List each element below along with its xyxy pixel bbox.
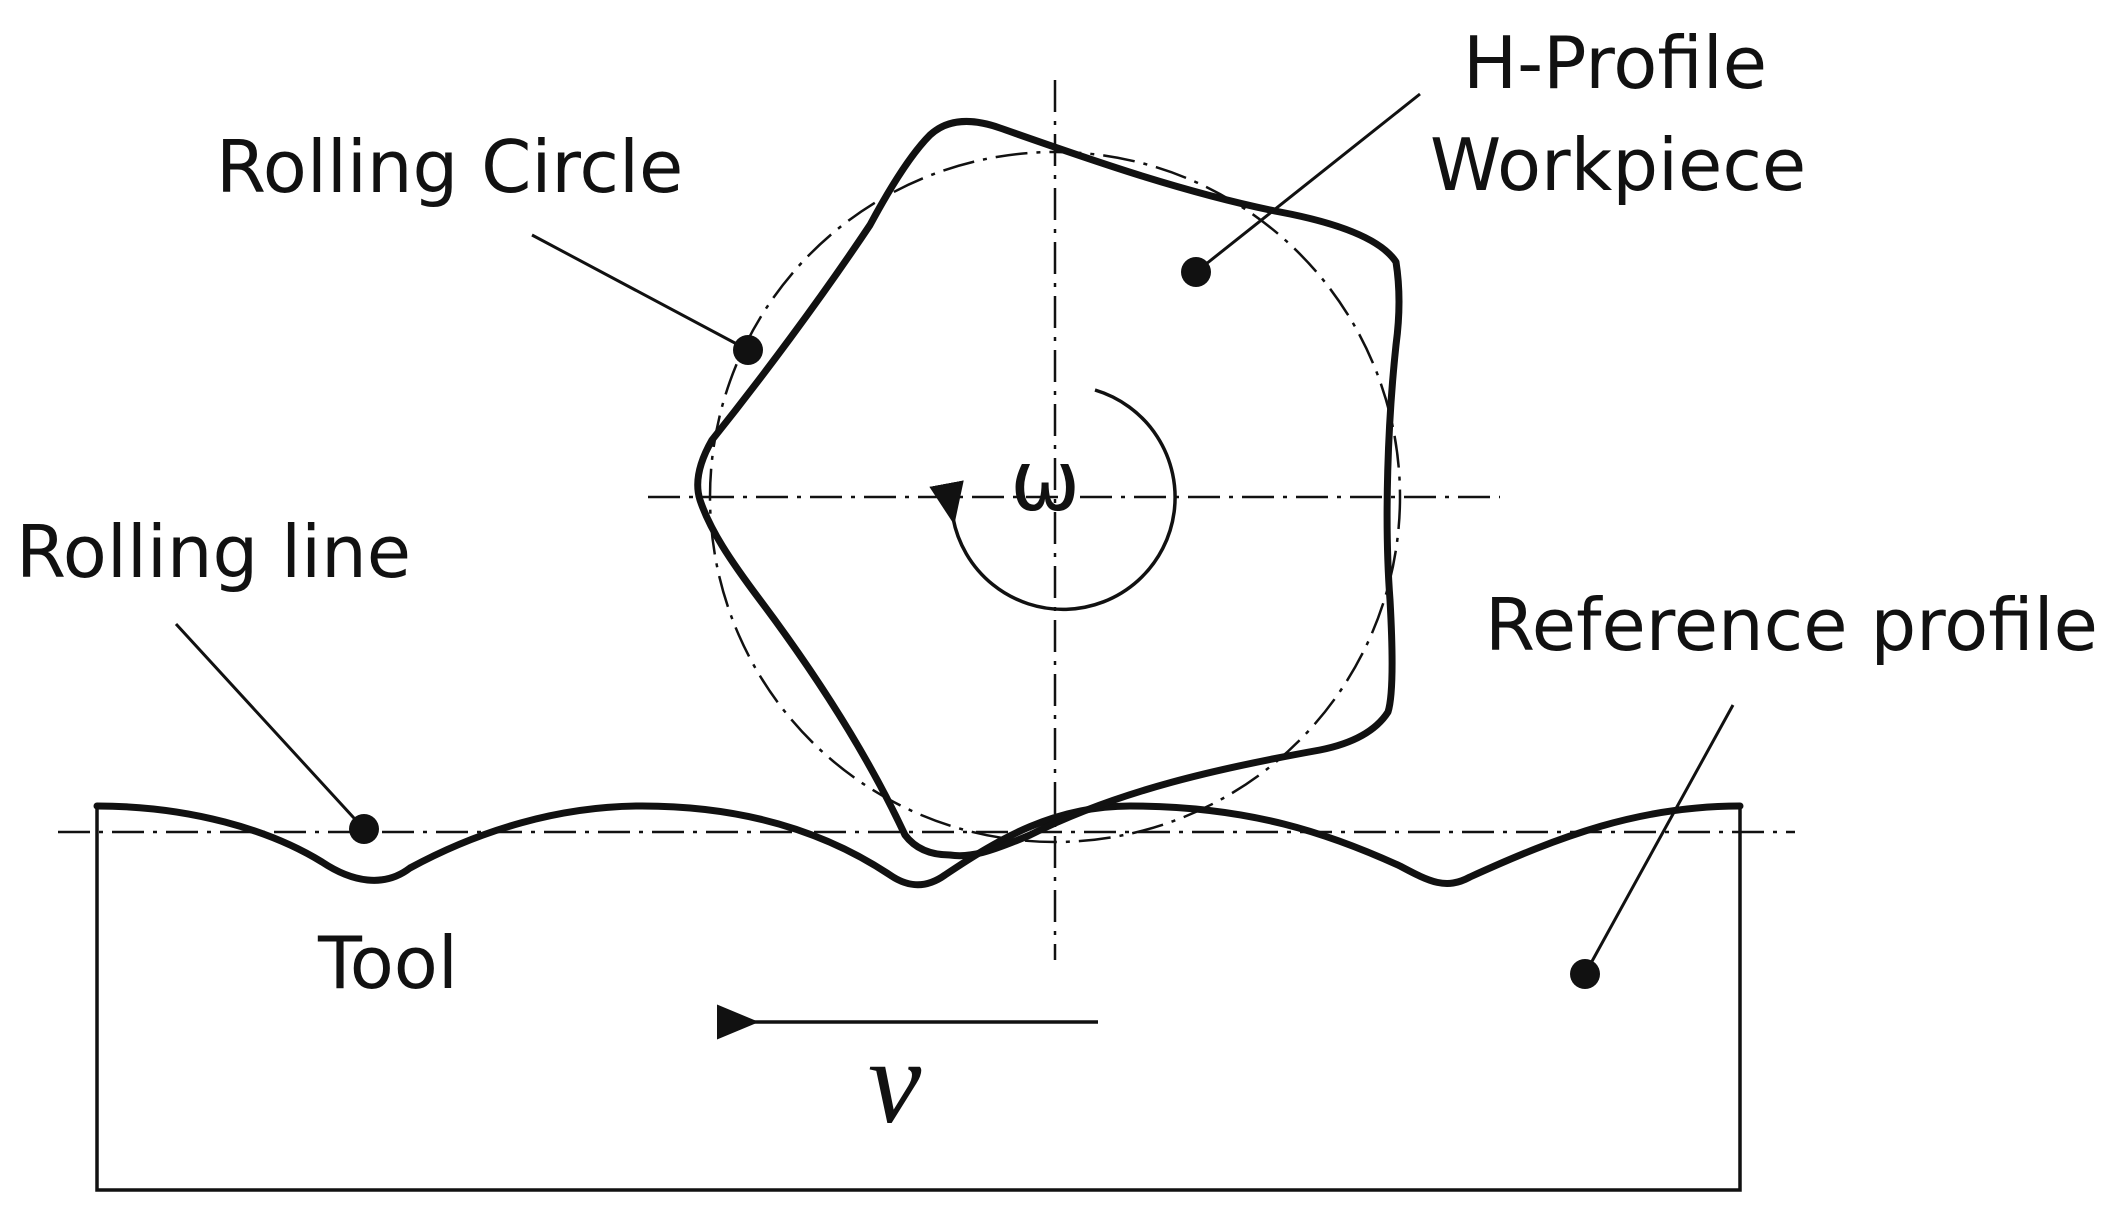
tool-label: Tool — [317, 921, 458, 1005]
reference-profile-leader — [1583, 704, 1735, 975]
h-profile-label-line2: Workpiece — [1430, 123, 1806, 207]
rotation-arrow-icon — [929, 388, 1177, 612]
rolling-circle-label: Rolling Circle — [216, 125, 683, 209]
reference-profile-curve — [93, 802, 1744, 889]
h-profile-dot — [1181, 257, 1211, 287]
omega-label: ω — [1010, 432, 1080, 530]
rolling-line-label: Rolling line — [16, 510, 411, 594]
velocity-label: v — [868, 1015, 922, 1148]
rolling-circle-dot — [733, 335, 763, 365]
rolling-circle-leader — [531, 233, 749, 352]
h-profile-workpiece-curve — [694, 117, 1403, 860]
reference-profile-label: Reference profile — [1485, 583, 2098, 667]
rolling-line-dot — [349, 814, 379, 844]
h-profile-leader — [1195, 92, 1421, 274]
reference-profile-dot — [1570, 959, 1600, 989]
tool-body-outline — [95, 806, 1742, 1192]
rolling-line-leader — [174, 622, 366, 831]
h-profile-label-line1: H-Profile — [1463, 21, 1767, 105]
